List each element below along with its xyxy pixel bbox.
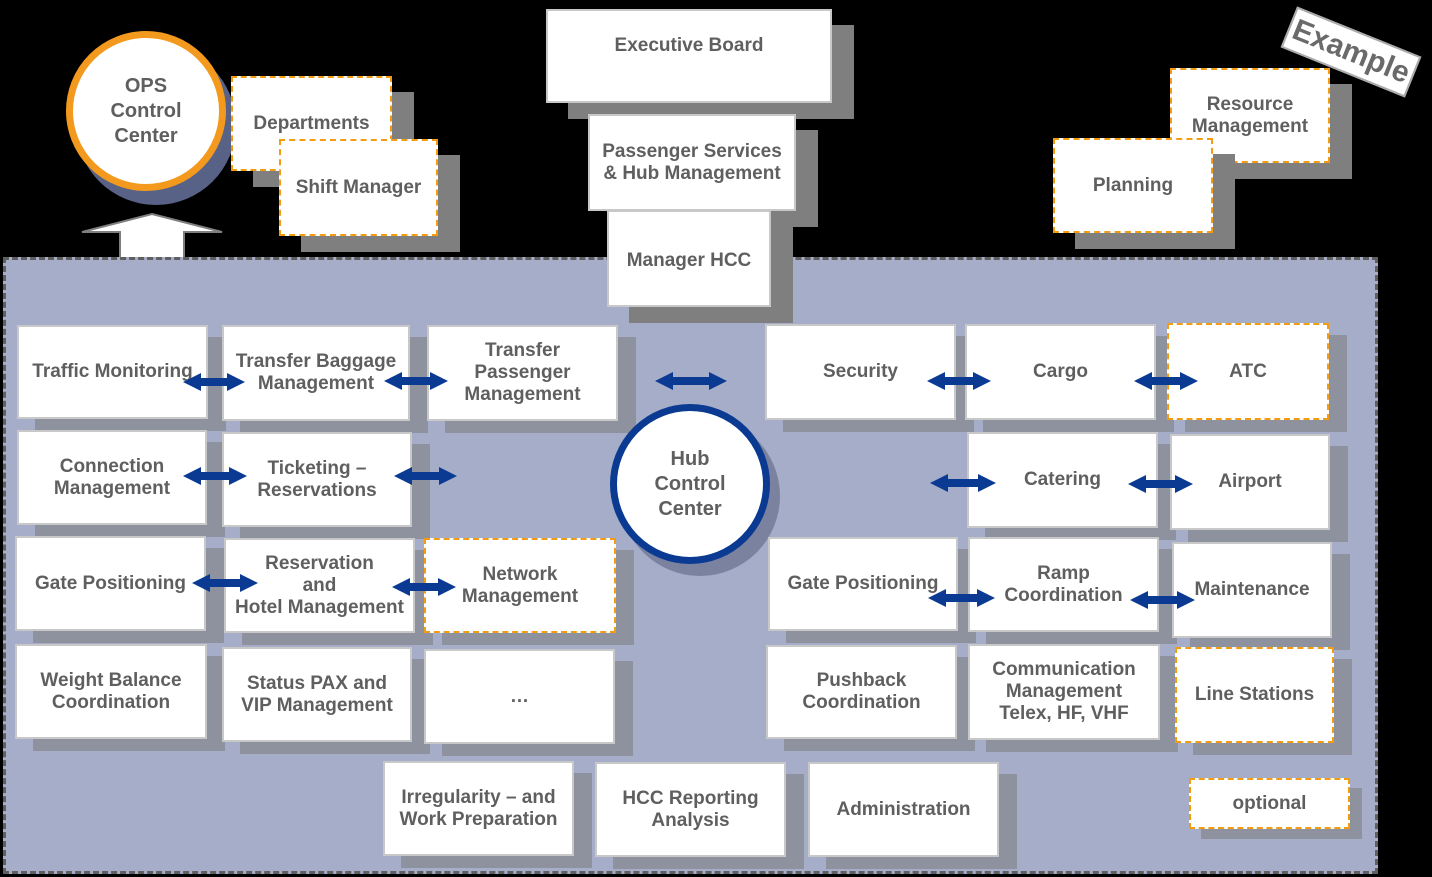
line-stations-box: Line Stations (1175, 647, 1334, 743)
maintenance-box: Maintenance (1172, 542, 1332, 638)
box-label: Maintenance (1194, 579, 1310, 600)
box-label: Transfer Baggage Management (235, 351, 397, 394)
gate-positioning-left-box: Gate Positioning (15, 536, 206, 631)
manager-hcc-box: Manager HCC (607, 210, 771, 307)
administration-box: Administration (808, 762, 999, 857)
box-label: Ticketing – Reservations (257, 457, 377, 501)
legend-label: optional (1232, 792, 1307, 814)
connection-management-box: Connection Management (17, 430, 207, 525)
box-label: Ramp Coordination (1004, 562, 1123, 606)
box-label: Catering (1023, 469, 1102, 490)
box-label: Irregularity – and Work Preparation (399, 786, 558, 830)
planning-label: Planning (1092, 174, 1174, 196)
weight-balance-box: Weight Balance Coordination (15, 644, 207, 739)
status-pax-box: Status PAX and VIP Management (222, 647, 412, 742)
box-label: ATC (1229, 360, 1267, 382)
shift-manager-label: Shift Manager (295, 176, 422, 198)
transfer-passenger-box: Transfer Passenger Management (427, 325, 618, 421)
box-label: Administration (836, 798, 971, 820)
box-label: Airport (1218, 471, 1282, 492)
network-management-box: Network Management (424, 538, 616, 633)
communication-management-box: Communication Management Telex, HF, VHF (968, 644, 1160, 740)
manager-hcc-label: Manager HCC (626, 250, 752, 271)
box-label: Gate Positioning (787, 573, 939, 594)
airport-box: Airport (1170, 434, 1330, 530)
box-label: Reservation and Hotel Management (235, 552, 404, 618)
box-label: Traffic Monitoring (32, 361, 193, 382)
departments-label: Departments (253, 112, 370, 134)
executive-board-box: Executive Board (546, 9, 832, 103)
box-label: Gate Positioning (35, 572, 186, 594)
hub-control-center: Hub Control Center (610, 404, 770, 564)
irregularity-box: Irregularity – and Work Preparation (383, 761, 574, 856)
ticketing-reservations-box: Ticketing – Reservations (222, 432, 412, 527)
box-label: Weight Balance Coordination (40, 669, 182, 713)
executive-board-label: Executive Board (614, 35, 764, 56)
planning-box: Planning (1053, 138, 1213, 233)
optional-legend-box: optional (1189, 778, 1350, 829)
security-box: Security (765, 324, 956, 420)
catering-box: Catering (967, 432, 1158, 528)
cargo-box: Cargo (965, 324, 1156, 420)
box-label: Security (823, 361, 898, 382)
box-label: Communication Management Telex, HF, VHF (992, 659, 1136, 724)
gate-positioning-right-box: Gate Positioning (768, 537, 958, 631)
box-label: HCC Reporting Analysis (622, 787, 759, 831)
resource-management-label: Resource Management (1191, 93, 1309, 137)
passenger-services-label: Passenger Services & Hub Management (602, 140, 782, 184)
ramp-coordination-box: Ramp Coordination (968, 537, 1159, 632)
box-label: Network Management (461, 563, 579, 607)
box-label: Line Stations (1194, 684, 1315, 705)
shift-manager-box: Shift Manager (279, 139, 438, 236)
box-label: Connection Management (53, 455, 171, 499)
passenger-services-box: Passenger Services & Hub Management (588, 114, 796, 211)
ellipsis-box: … (424, 649, 615, 744)
box-label: Status PAX and VIP Management (241, 672, 393, 716)
box-label: … (510, 685, 529, 707)
pushback-coordination-box: Pushback Coordination (766, 645, 957, 739)
box-label: Transfer Passenger Management (464, 340, 581, 405)
resource-management-box: Resource Management (1170, 68, 1330, 163)
transfer-baggage-box: Transfer Baggage Management (222, 325, 410, 421)
ops-control-center: OPS Control Center (66, 31, 226, 191)
traffic-monitoring-box: Traffic Monitoring (17, 325, 208, 419)
atc-box: ATC (1167, 323, 1329, 420)
box-label: Cargo (1033, 361, 1088, 382)
reservation-hotel-box: Reservation and Hotel Management (224, 538, 415, 633)
box-label: Pushback Coordination (802, 670, 921, 713)
hcc-reporting-box: HCC Reporting Analysis (595, 762, 786, 857)
